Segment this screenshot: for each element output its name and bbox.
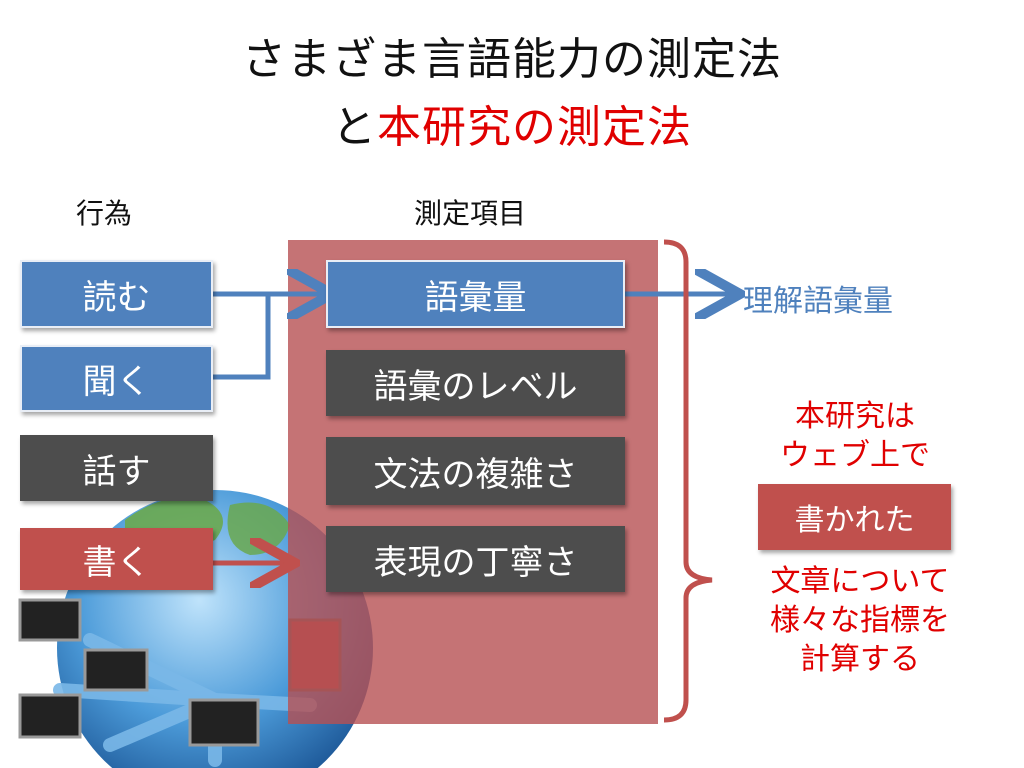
- right-brace: [663, 239, 713, 723]
- action-listen: 聞く: [20, 345, 213, 412]
- note-bottom-line2: 様々な指標を: [770, 603, 950, 638]
- slide-title-line1: さまざま言語能力の測定法: [242, 34, 782, 85]
- note-top-line2: ウェブ上で: [780, 438, 930, 473]
- column-header-actions: 行為: [76, 197, 133, 230]
- item-grammar-complexity: 文法の複雑さ: [326, 437, 625, 505]
- action-write: 書く: [20, 528, 213, 590]
- note-top-line1: 本研究は: [795, 399, 915, 434]
- item-expression-politeness: 表現の丁寧さ: [326, 526, 625, 592]
- connector-listen: [213, 294, 271, 380]
- action-read: 読む: [20, 260, 213, 328]
- note-bottom-line3: 計算する: [800, 642, 920, 677]
- note-bottom-line1: 文章について: [770, 564, 950, 599]
- item-vocabulary-level: 語彙のレベル: [326, 350, 625, 416]
- title-highlight: 本研究の測定法: [377, 102, 692, 153]
- receptive-vocab-label: 理解語彙量: [743, 284, 893, 319]
- action-speak: 話す: [20, 435, 213, 501]
- slide-title-line2: と本研究の測定法: [0, 98, 1024, 158]
- note-written-box: 書かれた: [758, 484, 951, 550]
- note-bottom: 文章について 様々な指標を 計算する: [735, 562, 985, 679]
- column-header-items: 測定項目: [414, 197, 527, 230]
- item-vocabulary-size: 語彙量: [326, 260, 625, 328]
- note-top: 本研究は ウェブ上で: [740, 397, 970, 475]
- title-prefix: と: [332, 102, 377, 153]
